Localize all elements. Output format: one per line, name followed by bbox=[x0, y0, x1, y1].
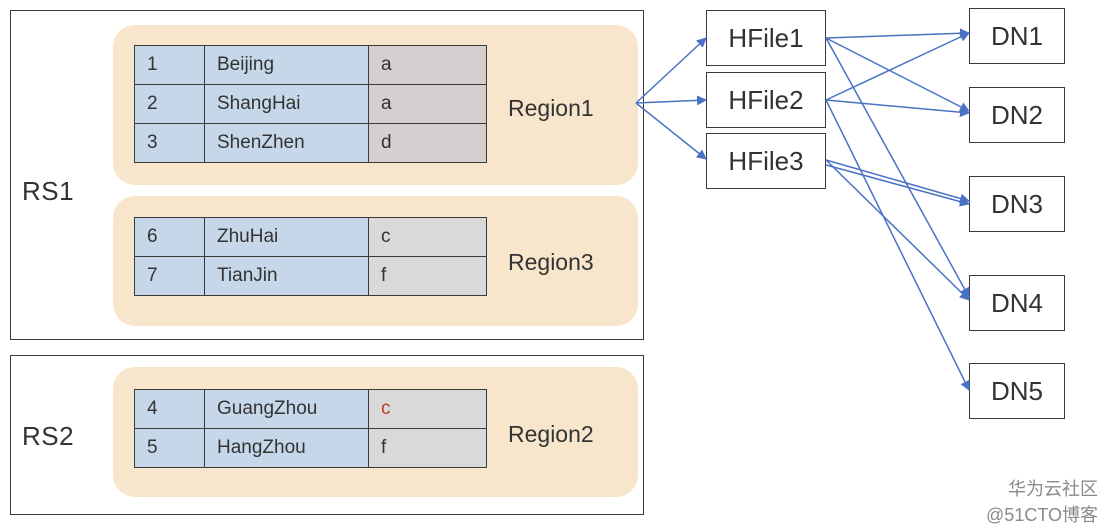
row-city-cell: ShangHai bbox=[204, 84, 369, 124]
row-value-cell: d bbox=[368, 123, 487, 163]
hfile3-box: HFile3 bbox=[706, 133, 826, 189]
arrow-region1-hfile3 bbox=[635, 102, 707, 160]
table-row: 6 ZhuHai c bbox=[134, 217, 487, 257]
row-key-cell: 7 bbox=[134, 256, 205, 296]
row-city-cell: ShenZhen bbox=[204, 123, 369, 163]
arrow-hfile2-dn5 bbox=[825, 99, 970, 391]
dn5-box: DN5 bbox=[969, 363, 1065, 419]
row-key-cell: 5 bbox=[134, 428, 205, 468]
table-row: 3 ShenZhen d bbox=[134, 123, 487, 163]
row-value-cell: c bbox=[368, 217, 487, 257]
arrow-region1-hfile1 bbox=[635, 37, 707, 104]
region1-table: 1 Beijing a 2 ShangHai a 3 ShenZhen d bbox=[134, 45, 487, 163]
row-city-cell: HangZhou bbox=[204, 428, 369, 468]
rs1-label: RS1 bbox=[22, 176, 75, 206]
row-value-cell: c bbox=[368, 389, 487, 429]
row-city-cell: TianJin bbox=[204, 256, 369, 296]
row-key-cell: 6 bbox=[134, 217, 205, 257]
row-city-cell: GuangZhou bbox=[204, 389, 369, 429]
region3-label: Region3 bbox=[508, 249, 594, 275]
arrow-hfile3-dn4 bbox=[825, 159, 970, 301]
region2-table: 4 GuangZhou c 5 HangZhou f bbox=[134, 389, 487, 468]
row-value-cell: f bbox=[368, 428, 487, 468]
row-city-cell: ZhuHai bbox=[204, 217, 369, 257]
region2-label: Region2 bbox=[508, 421, 594, 447]
arrow-hfile1-dn1 bbox=[825, 28, 970, 39]
hfile1-box: HFile1 bbox=[706, 10, 826, 66]
row-value-cell: a bbox=[368, 84, 487, 124]
region1-label: Region1 bbox=[508, 95, 594, 121]
watermark: 华为云社区 @51CTO博客 bbox=[986, 475, 1098, 527]
arrow-hfile2-dn2 bbox=[825, 99, 970, 118]
arrow-hfile1-dn2 bbox=[825, 37, 970, 112]
row-key-cell: 4 bbox=[134, 389, 205, 429]
region3-table: 6 ZhuHai c 7 TianJin f bbox=[134, 217, 487, 296]
rs2-label: RS2 bbox=[22, 421, 75, 451]
arrow-hfile2-dn1 bbox=[825, 32, 970, 101]
arrow-hfile1-dn4 bbox=[825, 37, 970, 298]
dn4-box: DN4 bbox=[969, 275, 1065, 331]
row-key-cell: 2 bbox=[134, 84, 205, 124]
row-key-cell: 3 bbox=[134, 123, 205, 163]
watermark-line1: 华为云社区 bbox=[1008, 479, 1098, 499]
table-row: 2 ShangHai a bbox=[134, 84, 487, 124]
arrow-hfile3-dn3b bbox=[825, 164, 970, 207]
table-row: 7 TianJin f bbox=[134, 256, 487, 296]
table-row: 5 HangZhou f bbox=[134, 428, 487, 468]
dn2-box: DN2 bbox=[969, 87, 1065, 143]
dn3-box: DN3 bbox=[969, 176, 1065, 232]
watermark-line2: @51CTO博客 bbox=[986, 505, 1098, 525]
arrow-region1-hfile2 bbox=[635, 95, 707, 106]
table-row: 1 Beijing a bbox=[134, 45, 487, 85]
arrow-hfile3-dn3 bbox=[825, 159, 970, 204]
row-value-cell: a bbox=[368, 45, 487, 85]
hfile2-box: HFile2 bbox=[706, 72, 826, 128]
row-value-cell: f bbox=[368, 256, 487, 296]
dn1-box: DN1 bbox=[969, 8, 1065, 64]
table-row: 4 GuangZhou c bbox=[134, 389, 487, 429]
